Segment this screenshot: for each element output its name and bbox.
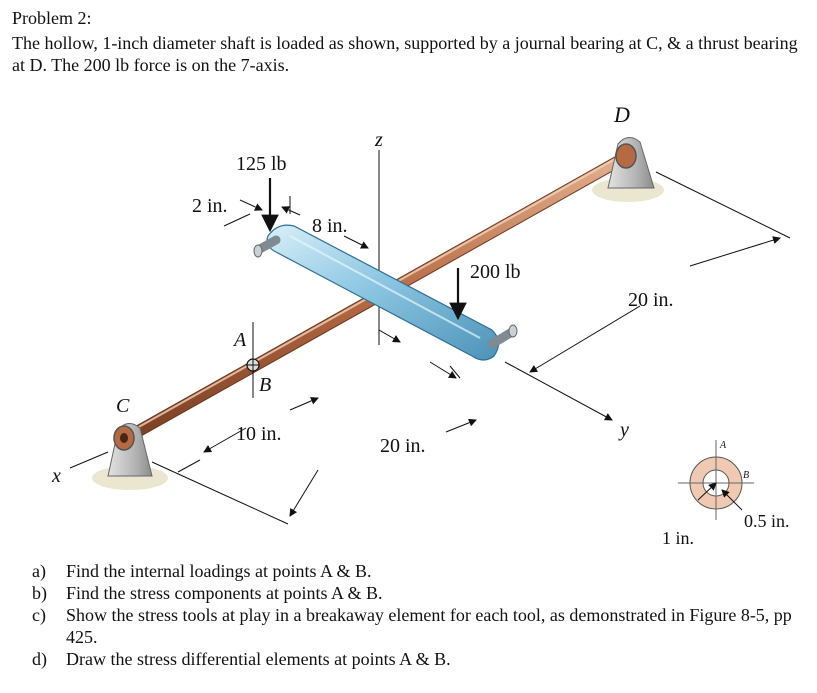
dim-20in-right-top bbox=[689, 236, 781, 267]
y-axis-line bbox=[504, 361, 613, 421]
problem-statement: The hollow, 1-inch diameter shaft is loa… bbox=[12, 33, 798, 75]
label-200lb: 200 lb bbox=[470, 261, 521, 283]
section-dim-0-5in bbox=[721, 489, 743, 511]
thrust-bearing-d bbox=[607, 137, 655, 189]
section-label-b: B bbox=[743, 470, 749, 481]
dim-8in-arrow-left bbox=[281, 206, 301, 216]
dim-10in-right bbox=[289, 397, 319, 411]
dim-lever-arrow bbox=[378, 329, 401, 343]
question-letter: b) bbox=[32, 583, 47, 603]
label-y: y bbox=[618, 419, 629, 441]
dim-20in-right-ext bbox=[655, 171, 791, 239]
question-text: Find the internal loadings at points A &… bbox=[66, 561, 372, 581]
dim-2in-arrow bbox=[239, 199, 263, 211]
lever-arm bbox=[266, 224, 500, 361]
point-a-b-marker bbox=[246, 358, 260, 372]
label-10in: 10 in. bbox=[236, 423, 282, 445]
label-20in-bottom: 20 in. bbox=[380, 435, 426, 457]
problem-title: Problem 2: bbox=[12, 8, 92, 28]
dim-10in-ext bbox=[177, 459, 201, 473]
section-label-0-5in: 0.5 in. bbox=[744, 511, 790, 531]
label-a: A bbox=[232, 329, 247, 351]
pin-left bbox=[253, 235, 281, 258]
dim-20in-bottom-ext bbox=[151, 461, 289, 525]
label-2in: 2 in. bbox=[192, 195, 228, 217]
question-text: Find the stress components at points A &… bbox=[66, 583, 383, 603]
dim-20in-bottom-right bbox=[445, 418, 477, 433]
pin-right bbox=[487, 324, 518, 349]
section-label-a: A bbox=[719, 440, 727, 451]
question-item: b) Find the stress components at points … bbox=[32, 582, 802, 604]
question-letter: a) bbox=[32, 561, 46, 581]
question-item: a) Find the internal loadings at points … bbox=[32, 560, 802, 582]
dim-10in-left bbox=[203, 427, 247, 453]
label-8in: 8 in. bbox=[312, 215, 348, 237]
question-item: d) Draw the stress differential elements… bbox=[32, 648, 802, 670]
dim-lever-line bbox=[429, 361, 457, 379]
label-b: B bbox=[259, 374, 271, 396]
label-x: x bbox=[51, 465, 61, 487]
section-dim-1in bbox=[697, 482, 717, 501]
dim-2in-tick bbox=[223, 213, 251, 227]
dim-8in-arrow-right bbox=[343, 235, 369, 249]
label-d: D bbox=[613, 102, 630, 127]
question-item: c) Show the stress tools at play in a br… bbox=[32, 604, 802, 648]
question-letter: d) bbox=[32, 649, 47, 669]
cross-section bbox=[678, 440, 754, 520]
label-c: C bbox=[116, 395, 130, 417]
question-letter: c) bbox=[32, 605, 46, 625]
label-20in-right: 20 in. bbox=[628, 289, 674, 311]
label-z: z bbox=[374, 129, 383, 151]
shaft-figure: D z 125 lb 2 in. 8 in. 200 lb 20 in. A B… bbox=[51, 102, 791, 548]
x-axis-line bbox=[69, 451, 109, 469]
label-125lb: 125 lb bbox=[236, 153, 287, 175]
dim-20in-bottom-left bbox=[289, 469, 319, 517]
dim-lever-tick bbox=[449, 365, 461, 379]
journal-bearing-c bbox=[107, 423, 153, 477]
dim-20in-right-bottom bbox=[529, 305, 641, 373]
question-text: Show the stress tools at play in a break… bbox=[66, 605, 792, 647]
question-text: Draw the stress differential elements at… bbox=[66, 649, 451, 669]
question-list: a) Find the internal loadings at points … bbox=[32, 560, 802, 670]
section-label-1in: 1 in. bbox=[662, 528, 694, 548]
